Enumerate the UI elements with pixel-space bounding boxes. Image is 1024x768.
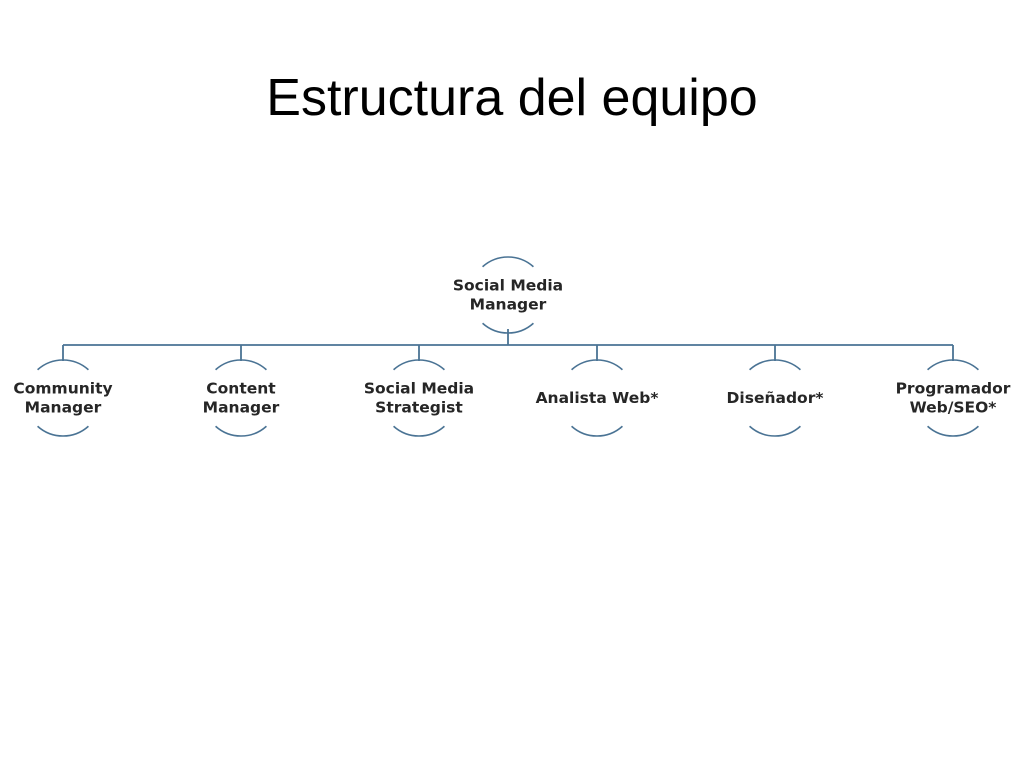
org-node-child-label-line: Analista Web* [536, 389, 659, 407]
org-node-child-bottom-arc [37, 425, 89, 437]
org-node-child: Analista Web* [536, 359, 659, 437]
org-node-child-bottom-arc [215, 425, 267, 437]
org-node-child-top-arc [37, 359, 89, 371]
org-node-child-label-line: Community [13, 380, 112, 398]
org-node-child-top-arc [749, 359, 801, 371]
org-node-child-bottom-arc [749, 425, 801, 437]
org-node-child-top-arc [393, 359, 445, 371]
org-node-child-label-line: Manager [203, 399, 280, 417]
org-node-root-bottom-arc [482, 322, 534, 334]
org-node-child-label-line: Social Media [364, 380, 474, 398]
org-node-child-label-line: Programador [896, 380, 1011, 398]
org-node-child-label-line: Diseñador* [727, 389, 824, 407]
slide-title: Estructura del equipo [266, 69, 758, 127]
org-node-child: Diseñador* [727, 359, 824, 437]
org-node-child-top-arc [927, 359, 979, 371]
org-node-child-top-arc [571, 359, 623, 371]
org-node-child-top-arc [215, 359, 267, 371]
org-node-child-bottom-arc [393, 425, 445, 437]
org-node-child-label-line: Web/SEO* [910, 399, 997, 417]
org-node-root-label-line: Manager [470, 296, 547, 314]
org-node-child-label-line: Content [206, 380, 276, 398]
org-node-child-bottom-arc [927, 425, 979, 437]
org-chart-nodes: Social MediaManagerCommunityManagerConte… [13, 256, 1011, 437]
org-node-root-label-line: Social Media [453, 277, 563, 295]
org-node-root-top-arc [482, 256, 534, 268]
org-node-child-bottom-arc [571, 425, 623, 437]
org-node-child-label-line: Manager [25, 399, 102, 417]
org-chart-connectors [62, 329, 954, 361]
org-node-child-label-line: Strategist [375, 399, 463, 417]
